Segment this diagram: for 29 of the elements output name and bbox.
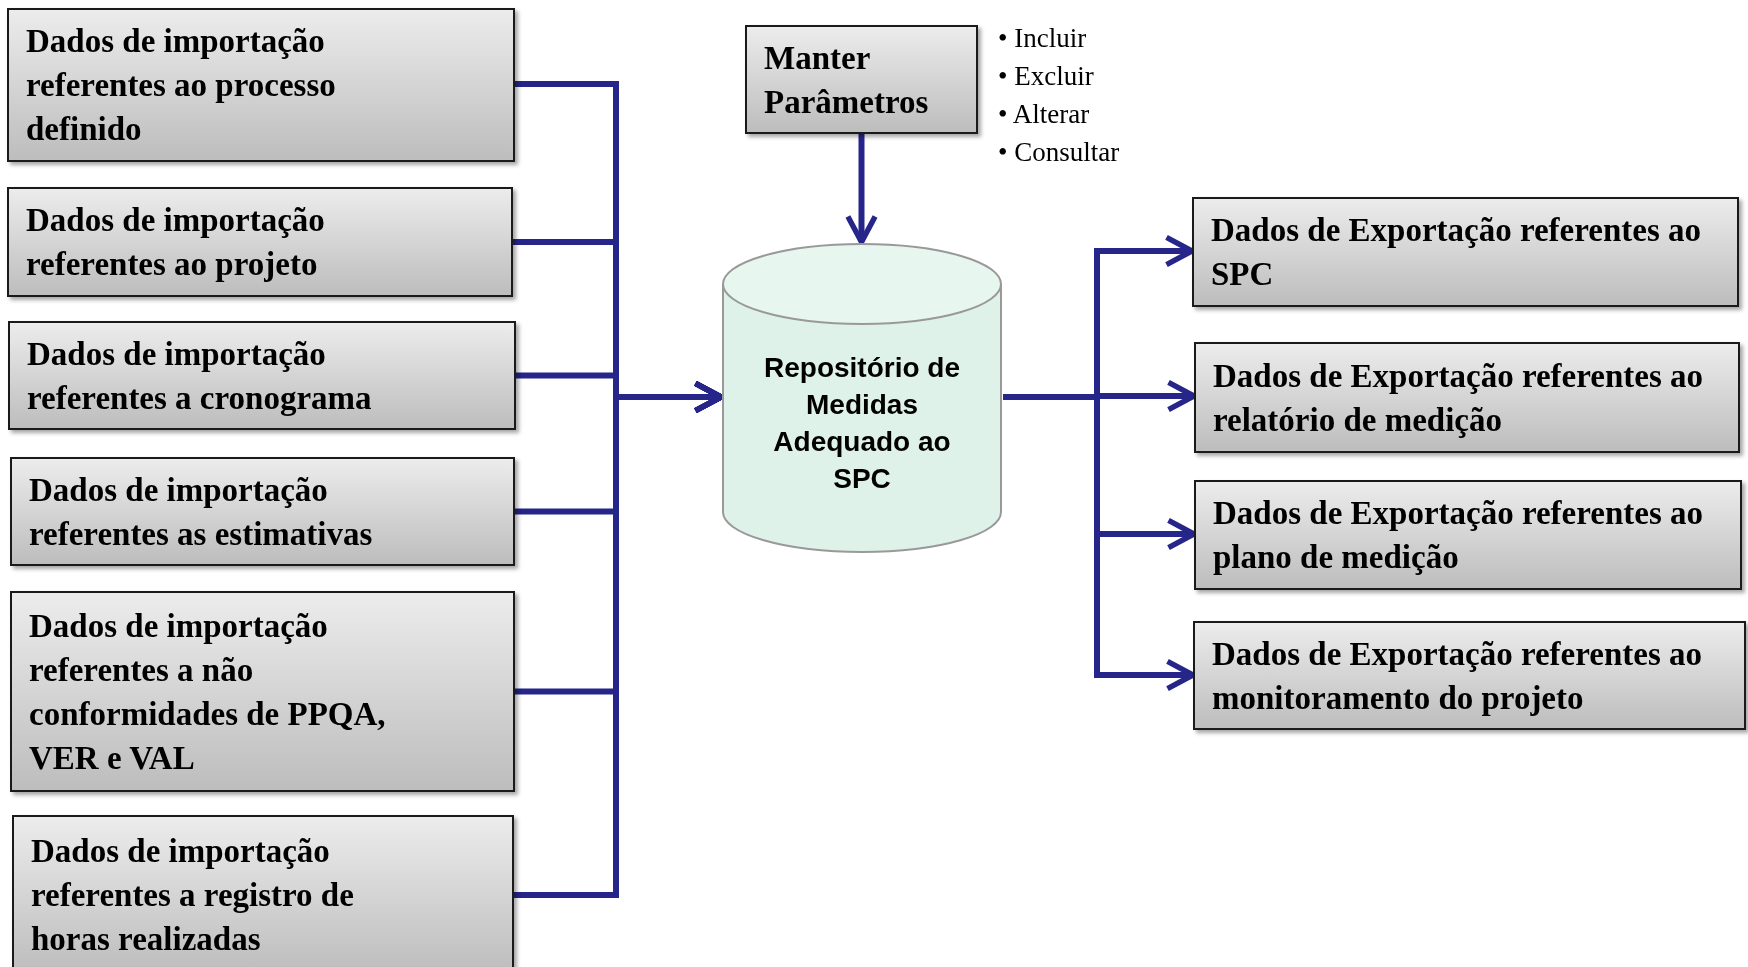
process-box xyxy=(1194,480,1742,590)
process-box xyxy=(1192,197,1739,307)
bullet-item: • Alterar xyxy=(998,98,1090,131)
box-label: Dados de importação referentes as estimativas xyxy=(29,470,374,554)
box-label: Dados de importação referentes a cronograma xyxy=(27,334,373,418)
bullet-item: • Consultar xyxy=(998,136,1120,169)
box-label: Dados de importação referentes ao projeto xyxy=(26,201,326,284)
arrow xyxy=(845,134,878,245)
process-box xyxy=(1193,621,1746,730)
box-label: Dados de importação referentes a registro de horas realizadas xyxy=(31,832,355,959)
cylinder-label: Repositório de Medidas Adequado ao SPC xyxy=(763,351,961,496)
process-box xyxy=(1194,342,1740,453)
process-box xyxy=(10,591,515,792)
bullet-item: • Excluir xyxy=(998,60,1094,93)
bullet-item: • Incluir xyxy=(998,22,1087,55)
box-label: Dados de Exportação referentes ao plano de medição xyxy=(1213,494,1705,577)
box-label: Dados de Exportação referentes ao SPC xyxy=(1211,211,1703,294)
process-box xyxy=(10,457,515,566)
process-box xyxy=(745,25,978,134)
process-box xyxy=(8,321,516,430)
box-label: Dados de Exportação referentes ao relatório de medição xyxy=(1213,356,1705,440)
process-box xyxy=(12,815,514,967)
process-box xyxy=(7,8,515,162)
box-label: Dados de importação referentes a não conformidades de PPQA, VER e VAL xyxy=(29,606,387,778)
box-label: Dados de importação referentes ao processo definido xyxy=(26,22,337,149)
box-label: Dados de Exportação referentes ao monitoramento do projeto xyxy=(1212,634,1704,718)
arrow xyxy=(514,380,724,898)
process-box xyxy=(7,187,513,297)
box-label: Manter Parâmetros xyxy=(764,38,930,122)
